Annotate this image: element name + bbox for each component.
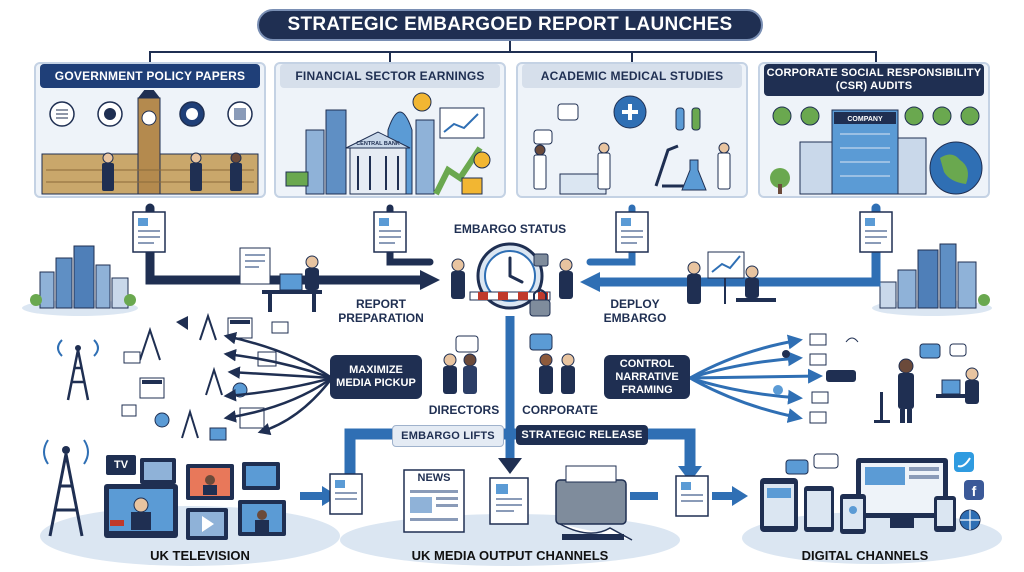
- control-narrative-framing-box: CONTROL NARRATIVE FRAMING: [604, 355, 690, 399]
- uk-media-output-label: UK MEDIA OUTPUT CHANNELS: [411, 548, 609, 563]
- medical-illustration: [533, 95, 731, 195]
- deploy-embargo-scene: [687, 251, 776, 304]
- right-fan-arrows: [689, 334, 823, 423]
- central-bank-sign: CENTRAL BANK: [356, 141, 400, 147]
- digital-devices-area: f: [742, 452, 1002, 564]
- panel-financial-sector: FINANCIAL SECTOR EARNINGS CENTRAL BANK: [274, 62, 506, 198]
- embargo-status-label: EMBARGO STATUS: [453, 222, 567, 236]
- left-skyline: [22, 245, 138, 316]
- embargo-clock: [451, 242, 573, 317]
- parliament-illustration: [41, 90, 259, 195]
- media-output-area: [329, 465, 709, 566]
- news-icon-label: NEWS: [417, 472, 451, 484]
- panel-header-government: GOVERNMENT POLICY PAPERS: [40, 64, 260, 88]
- digital-channels-label: DIGITAL CHANNELS: [801, 548, 929, 563]
- svg-text:f: f: [972, 483, 977, 499]
- deploy-embargo-label: DEPLOY EMBARGO: [603, 297, 667, 325]
- panel-header-csr: CORPORATE SOCIAL RESPONSIBILITY (CSR) AU…: [764, 64, 984, 96]
- report-preparation-scene: [239, 247, 322, 312]
- directors-label: DIRECTORS: [428, 403, 500, 417]
- right-skyline: [872, 243, 992, 316]
- company-sign: COMPANY: [847, 116, 883, 123]
- strategy-figures: [443, 333, 575, 394]
- finance-illustration: CENTRAL BANK: [285, 92, 491, 196]
- corporate-label: CORPORATE: [522, 403, 598, 417]
- tv-broadcast-area: [40, 439, 340, 566]
- maximize-media-pickup-box: MAXIMIZE MEDIA PICKUP: [330, 355, 422, 399]
- uk-television-label: UK TELEVISION: [150, 548, 250, 563]
- left-broadcast: [57, 312, 289, 441]
- document-icons: [132, 211, 893, 253]
- report-preparation-label: REPORT PREPARATION: [338, 297, 424, 325]
- strategic-release-pill: STRATEGIC RELEASE: [516, 425, 648, 445]
- panel-government-policy: GOVERNMENT POLICY PAPERS: [34, 62, 266, 198]
- panel-header-academic: ACADEMIC MEDICAL STUDIES: [522, 64, 742, 88]
- panel-csr-audits: CORPORATE SOCIAL RESPONSIBILITY (CSR) AU…: [758, 62, 990, 198]
- tv-icon-label: TV: [106, 455, 136, 475]
- panel-header-financial: FINANCIAL SECTOR EARNINGS: [280, 64, 500, 88]
- right-media-icons: [773, 333, 979, 424]
- left-fan-arrows: [223, 332, 333, 436]
- embargo-lifts-pill: EMBARGO LIFTS: [392, 425, 504, 447]
- title-connectors: [149, 41, 877, 62]
- panel-academic-medical: ACADEMIC MEDICAL STUDIES: [516, 62, 748, 198]
- csr-illustration: COMPANY: [770, 106, 983, 195]
- page-title: STRATEGIC EMBARGOED REPORT LAUNCHES: [257, 9, 763, 41]
